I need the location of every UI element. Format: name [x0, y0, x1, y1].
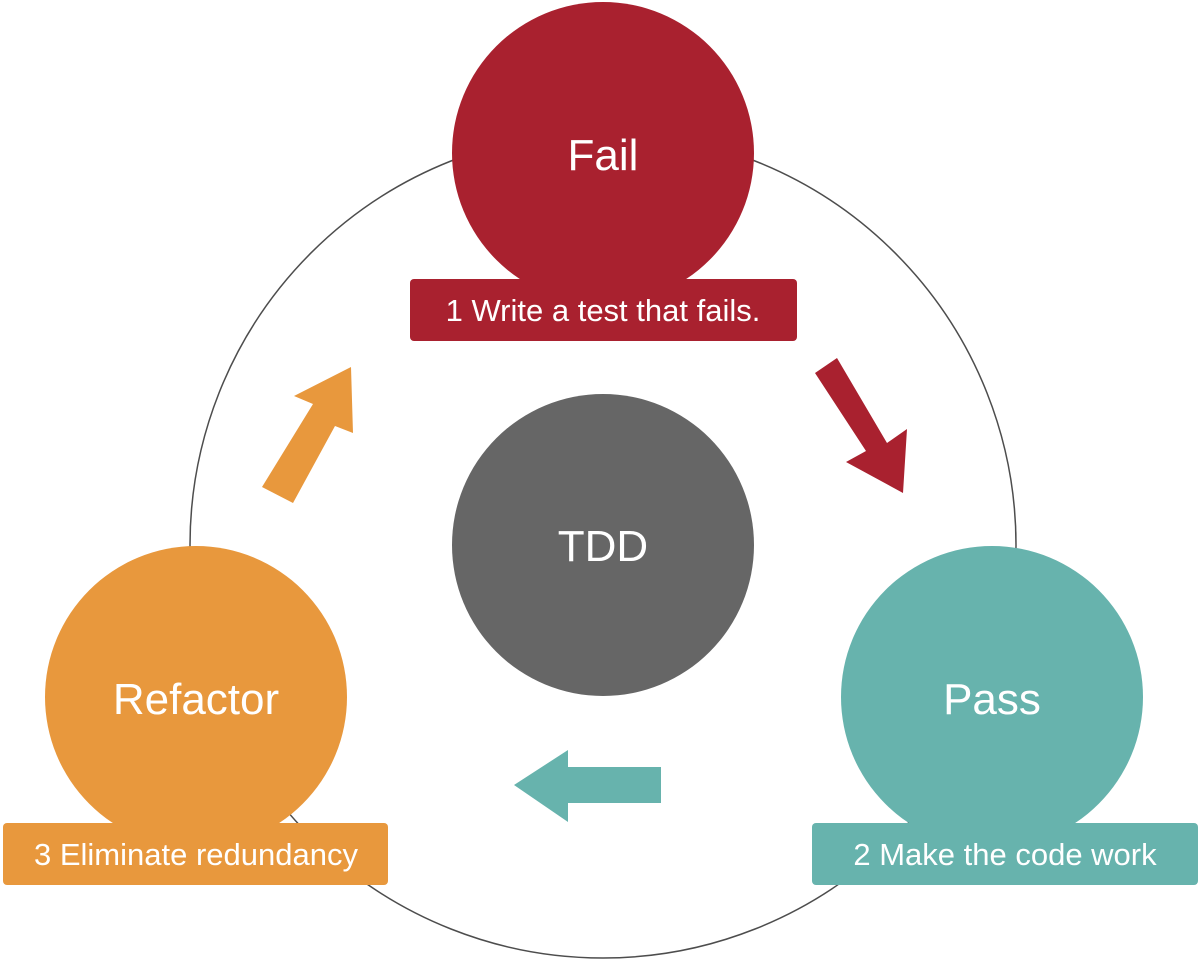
pass-circle — [841, 546, 1143, 848]
fail-label: Fail — [568, 131, 639, 180]
pass-caption-box — [812, 823, 1198, 885]
pass-node: Pass 2 Make the code work — [812, 546, 1198, 885]
pass-label: Pass — [943, 675, 1041, 724]
refactor-circle — [45, 546, 347, 848]
fail-circle — [452, 2, 754, 304]
fail-node: Fail 1 Write a test that fails. — [410, 2, 797, 341]
arrow-pass-to-refactor-icon — [514, 750, 661, 822]
pass-caption: 2 Make the code work — [853, 837, 1157, 872]
arrow-refactor-to-fail-icon — [262, 367, 353, 503]
center-circle — [452, 394, 754, 696]
refactor-caption: 3 Eliminate redundancy — [34, 837, 358, 872]
center-node: TDD — [452, 394, 754, 696]
arrow-fail-to-pass-icon — [815, 358, 907, 493]
refactor-caption-box — [3, 823, 388, 885]
fail-caption-box — [410, 279, 797, 341]
refactor-node: Refactor 3 Eliminate redundancy — [3, 546, 388, 885]
fail-caption: 1 Write a test that fails. — [446, 293, 761, 328]
center-label: TDD — [558, 522, 648, 571]
refactor-label: Refactor — [113, 675, 279, 724]
